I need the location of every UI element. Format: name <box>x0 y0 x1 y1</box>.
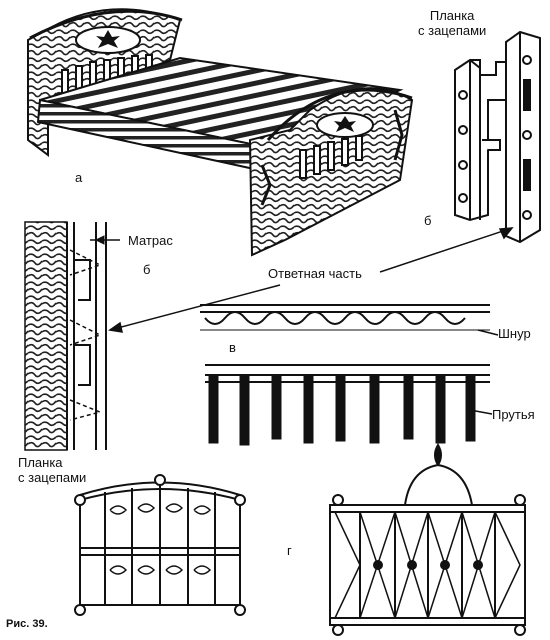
hook-strip-drawing <box>454 30 541 244</box>
label-cord: Шнур <box>498 326 531 341</box>
grille-right-drawing <box>329 443 526 636</box>
label-mattress: Матрас <box>128 233 173 248</box>
label-strip-with-hooks-bottom-line1: Планка <box>18 455 63 470</box>
label-strip-with-hooks-top-line2: с зацепами <box>418 23 487 38</box>
side-section-drawing <box>24 221 120 451</box>
label-counterpart: Ответная часть <box>268 266 362 281</box>
grille-left-drawing <box>74 474 246 616</box>
letter-b-left: б <box>143 262 151 277</box>
letter-v: в <box>229 340 236 355</box>
bed-drawing <box>27 8 414 257</box>
letter-b-top: б <box>424 213 432 228</box>
letter-g: г <box>287 543 292 558</box>
figure-caption: Рис. 39. <box>6 618 48 630</box>
label-strip-with-hooks-bottom-line2: с зацепами <box>18 470 87 485</box>
label-rods: Прутья <box>492 407 535 422</box>
counterpart-pointers <box>108 227 514 333</box>
letter-a: а <box>75 170 83 185</box>
label-strip-with-hooks-top: Планка с зацепами <box>418 8 486 38</box>
rods-drawing <box>205 364 493 446</box>
label-strip-with-hooks-bottom: Планка с зацепами <box>18 455 86 485</box>
label-strip-with-hooks-top-line1: Планка <box>429 8 475 23</box>
cord-drawing <box>200 304 499 336</box>
